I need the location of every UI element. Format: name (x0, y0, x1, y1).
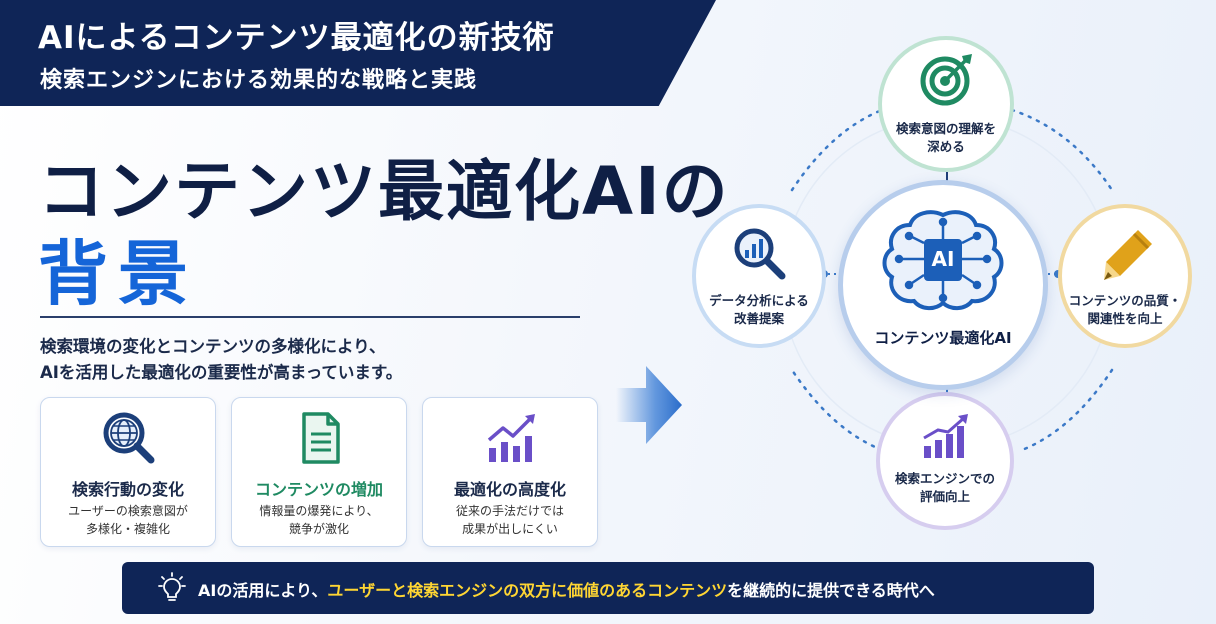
card-search-behavior: 検索行動の変化 ユーザーの検索意図が 多様化・複雑化 (40, 397, 216, 547)
node-label-line: 評価向上 (919, 489, 970, 504)
arrow-right-icon (616, 366, 682, 444)
card-text: 競争が激化 (288, 522, 349, 536)
card-text: 従来の手法だけでは (455, 504, 564, 518)
node-label-line: データ分析による (709, 293, 809, 308)
pencil-icon (1104, 230, 1152, 280)
description: 検索環境の変化とコンテンツの多様化により、 AIを活用した最適化の重要性が高まっ… (40, 334, 402, 386)
card-title: コンテンツの増加 (254, 480, 383, 499)
header-subtitle: 検索エンジンにおける効果的な戦略と実践 (40, 68, 478, 93)
card-content-growth: コンテンツの増加 情報量の爆発により、 競争が激化 (231, 397, 407, 547)
document-icon (302, 412, 340, 464)
header-title: AIによるコンテンツ最適化の新技術 (38, 20, 555, 56)
growth-chart-icon (487, 414, 535, 462)
node-label: データ分析による 改善提案 (696, 292, 822, 328)
description-line: 検索環境の変化とコンテンツの多様化により、 (40, 337, 386, 356)
title-divider (40, 316, 580, 318)
conclusion-banner: AIの活用により、ユーザーと検索エンジンの双方に価値のあるコンテンツを継続的に提… (122, 562, 1094, 614)
analysis-search-icon (734, 228, 786, 280)
node-label-line: 検索エンジンでの (894, 471, 995, 486)
page-title: コンテンツ最適化AIの (38, 153, 730, 230)
page-title-accent: 背景 (38, 233, 198, 315)
conclusion-highlight: ユーザーと検索エンジンの双方に価値のあるコンテンツ (327, 581, 728, 600)
node-label-line: 関連性を向上 (1087, 311, 1163, 326)
node-label-line: 深める (927, 139, 965, 154)
node-label-line: 検索意図の理解を (895, 121, 996, 136)
bar-chart-icon (923, 414, 968, 458)
lightbulb-icon (158, 572, 186, 601)
card-text: 情報量の爆発により、 (259, 504, 379, 518)
card-title: 最適化の高度化 (453, 480, 566, 499)
node-label: 検索エンジンでの 評価向上 (880, 470, 1010, 506)
target-icon (920, 54, 972, 106)
node-label-line: コンテンツの品質・ (1068, 293, 1182, 308)
node-content-quality: コンテンツの品質・ 関連性を向上 (1058, 204, 1192, 348)
description-line: AIを活用した最適化の重要性が高まっています。 (40, 363, 403, 382)
center-label: コンテンツ最適化AI (874, 329, 1012, 347)
conclusion-text-part: AIの活用により、 (198, 581, 328, 600)
node-content-optimization-ai: AI コンテンツ最適化AI (838, 180, 1048, 390)
conclusion-text: AIの活用により、ユーザーと検索エンジンの双方に価値のあるコンテンツを継続的に提… (198, 577, 935, 601)
card-optimization-advance: 最適化の高度化 従来の手法だけでは 成果が出しにくい (422, 397, 598, 547)
node-label: コンテンツの品質・ 関連性を向上 (1062, 292, 1188, 328)
card-title: 検索行動の変化 (71, 480, 184, 499)
header-banner (0, 0, 716, 106)
card-text: ユーザーの検索意図が (68, 504, 188, 518)
ai-brain-icon (882, 210, 1004, 310)
node-label-line: 改善提案 (733, 311, 784, 326)
node-search-intent: 検索意図の理解を 深める (878, 36, 1014, 172)
globe-search-icon (103, 412, 155, 464)
node-data-analysis: データ分析による 改善提案 (692, 204, 826, 348)
ai-chip-label: AI (931, 247, 955, 271)
node-label: 検索意図の理解を 深める (882, 120, 1010, 156)
node-search-evaluation: 検索エンジンでの 評価向上 (876, 392, 1014, 530)
conclusion-text-part: を継続的に提供できる時代へ (727, 581, 935, 600)
card-text: 成果が出しにくい (462, 522, 558, 536)
card-text: 多様化・複雑化 (85, 522, 170, 536)
